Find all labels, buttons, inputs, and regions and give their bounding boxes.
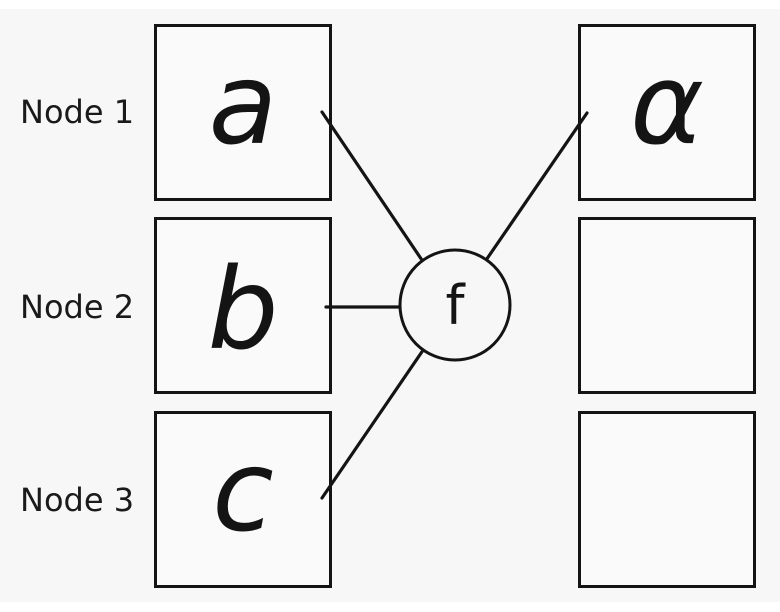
symbol-alpha: α xyxy=(630,39,704,170)
function-node-label: f xyxy=(445,273,465,337)
symbol-a: a xyxy=(208,39,278,170)
node-2-label: Node 2 xyxy=(20,288,135,326)
symbol-c: c xyxy=(212,426,274,557)
node-1-label: Node 1 xyxy=(20,93,135,131)
node-1-box: a xyxy=(154,24,332,201)
node-3-label: Node 3 xyxy=(20,481,135,519)
node-2-box: b xyxy=(154,217,332,394)
symbol-b: b xyxy=(207,244,279,375)
output-box-2 xyxy=(578,217,756,394)
output-box-1: α xyxy=(578,24,756,201)
output-box-3 xyxy=(578,411,756,588)
node-3-box: c xyxy=(154,411,332,588)
